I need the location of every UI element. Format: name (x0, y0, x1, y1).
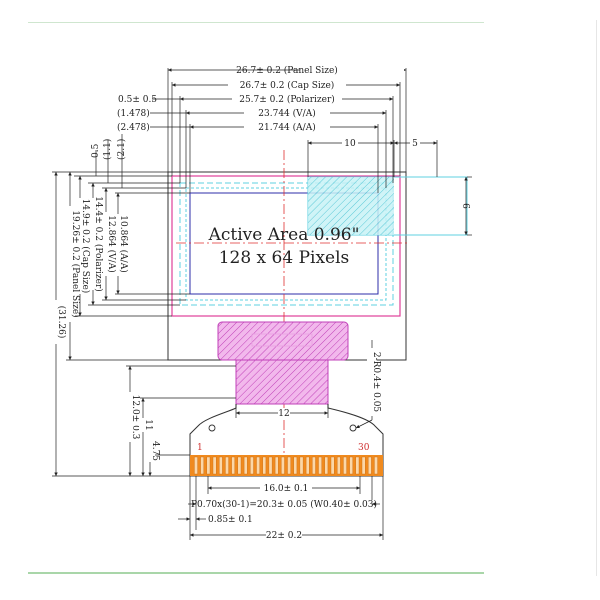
fpc-neck (235, 359, 329, 405)
fpc-stiffener (217, 321, 349, 361)
viewing-area-outline (185, 187, 387, 301)
pad-pin (324, 456, 329, 475)
pad-pin (293, 456, 298, 475)
polarizer-outline (179, 182, 394, 306)
top-divider (28, 22, 484, 23)
aa-offset-dim: (2.478) (117, 122, 150, 133)
pin-first-label: 1 (197, 443, 203, 453)
right-divider (596, 20, 597, 576)
pad-pin (194, 456, 198, 475)
panel-height-dim: 19.26± 0.2 (Panel Size) (70, 210, 81, 317)
pad-pin (262, 456, 267, 475)
fpc-neck-dim: 11 (143, 419, 153, 430)
fpc-length-dim: 12.0± 0.3 (130, 395, 140, 440)
pad-pin (337, 456, 341, 475)
detail-hatch (308, 177, 394, 235)
pad-pin (374, 456, 378, 475)
pad-span-dim: 16.0± 0.1 (264, 484, 309, 494)
cap-outline (171, 175, 401, 317)
edge-offset-dim: 0.85± 0.1 (208, 515, 253, 525)
va-offset-dim: (1.478) (117, 108, 150, 119)
fpc-tail-dim: 4.75 (150, 441, 160, 461)
pad-pin (212, 456, 217, 475)
pad-pin (287, 456, 291, 475)
cap-height-dim: 14.9± 0.2 (Cap Size) (80, 199, 91, 294)
bottom-divider (28, 572, 484, 574)
fpc-inner-dim: 12 (278, 409, 289, 419)
pad-pin (200, 456, 205, 475)
pad-pin (225, 456, 229, 475)
pad-pin (361, 456, 366, 475)
va-height-dim: 12.864 (V/A) (106, 215, 117, 272)
pad-pin (349, 456, 354, 475)
pad-pins (194, 456, 378, 475)
fpc-hole-left (208, 424, 216, 432)
pad-pin (281, 456, 285, 475)
pad-pin (343, 456, 347, 475)
offset-b-dim: (1.1) (102, 139, 113, 160)
polarizer-offset-dim: 0.5± 0.5 (118, 95, 157, 105)
pad-pin (256, 456, 260, 475)
detail-width-dim: 10 (344, 139, 356, 149)
pad-pin (299, 456, 304, 475)
detail-gap-dim: 5 (412, 139, 418, 149)
polarizer-dim: 25.7± 0.2 (Polarizer) (239, 94, 335, 105)
pad-pin (250, 456, 254, 475)
pitch-dim: P0.70x(30-1)=20.3± 0.05 (W0.40± 0.03) (191, 499, 377, 510)
offset-a-dim: 0.5 (91, 143, 101, 158)
pad-pin (218, 456, 223, 475)
pin-last-label: 30 (358, 443, 370, 453)
pad-pin (237, 456, 242, 475)
fpc-hole-right (349, 424, 357, 432)
fpc-width-dim: 22± 0.2 (266, 531, 302, 541)
pad-pin (330, 456, 335, 475)
pad-pin (206, 456, 211, 475)
va-width-dim: 23.744 (V/A) (258, 108, 315, 119)
pad-strip (190, 455, 383, 476)
resolution-label: 128 x 64 Pixels (219, 248, 350, 268)
aa-width-dim: 21.744 (A/A) (258, 122, 315, 133)
polarizer-height-dim: 14.4± 0.2 (Polarizer) (93, 196, 104, 292)
pad-pin (312, 456, 316, 475)
pad-pin (305, 456, 310, 475)
pad-pin (355, 456, 360, 475)
active-area-title: Active Area 0.96" (208, 225, 360, 245)
cap-size-dim: 26.7± 0.2 (Cap Size) (240, 80, 335, 91)
fpc-window (251, 333, 313, 347)
radius-dim: 2-R0.4± 0.05 (371, 352, 381, 413)
pad-pin (368, 456, 372, 475)
total-height-dim: (31.26) (56, 306, 67, 339)
pad-pin (268, 456, 273, 475)
detail-height-dim: 6 (460, 203, 470, 209)
offset-c-dim: (2.1) (116, 139, 127, 160)
pad-pin (231, 456, 236, 475)
pad-pin (243, 456, 248, 475)
panel-size-dim: 26.7± 0.2 (Panel Size) (236, 65, 338, 76)
pad-pin (274, 456, 279, 475)
aa-height-dim: 10.864 (A/A) (118, 215, 129, 272)
pad-pin (318, 456, 322, 475)
